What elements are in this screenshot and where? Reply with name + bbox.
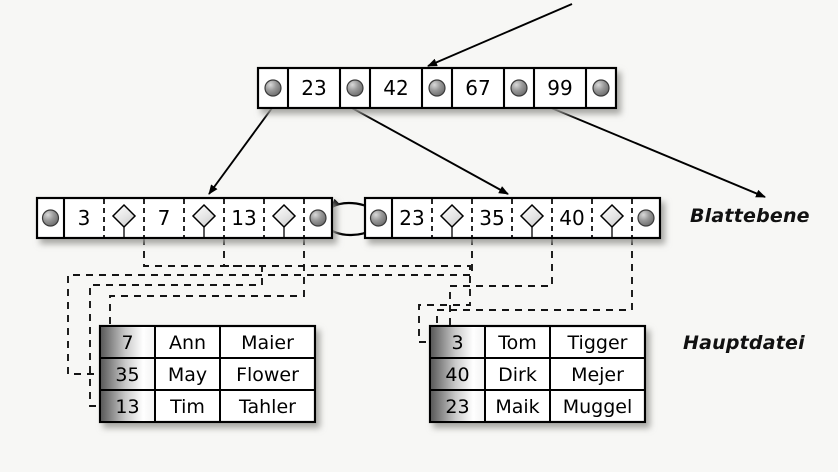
leaf-node-left[interactable]: 3 7 13: [35, 196, 334, 240]
node-key-value: 7: [158, 206, 171, 230]
pointer-dot[interactable]: [592, 79, 610, 97]
table-cell-firstname: Dirk: [498, 364, 537, 386]
table-key-cell: [101, 359, 155, 389]
table-cell-lastname: Muggel: [563, 396, 633, 418]
table-key-cell: [101, 391, 155, 421]
table-cell-key: 13: [115, 396, 139, 418]
node-key-value: 23: [399, 206, 424, 230]
data-table-right[interactable]: 3 Tom Tigger 40 Dirk Mejer 23 Maik Muggel: [428, 324, 647, 424]
label-blattebene: Blattebene: [690, 205, 810, 227]
table-cell-firstname: Maik: [495, 396, 539, 418]
table-key-cell: [101, 327, 155, 357]
arrow-incoming-to-root: [427, 3, 573, 67]
node-key-value: 23: [301, 76, 326, 100]
pointer-dot[interactable]: [346, 79, 364, 97]
arrow-root-to-left-leaf: [208, 107, 273, 195]
table-cell-firstname: May: [168, 364, 207, 386]
dash-leftleaf-d2: [89, 238, 263, 410]
pointer-dot[interactable]: [41, 209, 60, 227]
node-key-value: 13: [231, 206, 256, 230]
table-cell-key: 35: [115, 364, 139, 386]
node-key-value: 40: [559, 206, 584, 230]
table-cell-lastname: Tahler: [238, 396, 296, 418]
root-index-node[interactable]: 23 42 67 99: [256, 66, 618, 110]
dash-rightleaf-d1: [67, 238, 473, 378]
table-cell-lastname: Tigger: [567, 332, 628, 354]
table-cell-key: 23: [445, 396, 469, 418]
label-hauptdatei: Hauptdatei: [683, 332, 805, 354]
pointer-dot[interactable]: [428, 79, 446, 97]
arrow-root-to-outside: [512, 91, 766, 198]
table-cell-key: 3: [451, 332, 463, 354]
data-table-left[interactable]: 7 Ann Maier 35 May Flower 13 Tim Tahler: [98, 324, 317, 424]
table-cell-firstname: Tom: [497, 332, 537, 354]
table-cell-key: 40: [445, 364, 469, 386]
pointer-dot[interactable]: [264, 79, 282, 97]
pointer-dot[interactable]: [309, 209, 327, 227]
table-cell-key: 7: [121, 332, 133, 354]
arrow-root-to-right-leaf: [351, 107, 509, 195]
table-cell-firstname: Ann: [169, 332, 206, 354]
pointer-dot[interactable]: [510, 79, 528, 97]
pointer-dot[interactable]: [637, 209, 655, 227]
table-cell-lastname: Flower: [236, 364, 299, 386]
node-key-value: 3: [78, 206, 91, 230]
dash-leftleaf-d1: [143, 238, 471, 346]
table-cell-firstname: Tim: [169, 396, 205, 418]
table-cell-lastname: Maier: [241, 332, 294, 354]
node-key-value: 42: [383, 76, 408, 100]
node-key-value: 67: [465, 76, 490, 100]
table-cell-lastname: Mejer: [571, 364, 624, 386]
pointer-dot[interactable]: [369, 209, 388, 227]
node-key-value: 99: [547, 76, 572, 100]
leaf-node-right[interactable]: 23 35 40: [363, 196, 662, 240]
node-key-value: 35: [479, 206, 504, 230]
